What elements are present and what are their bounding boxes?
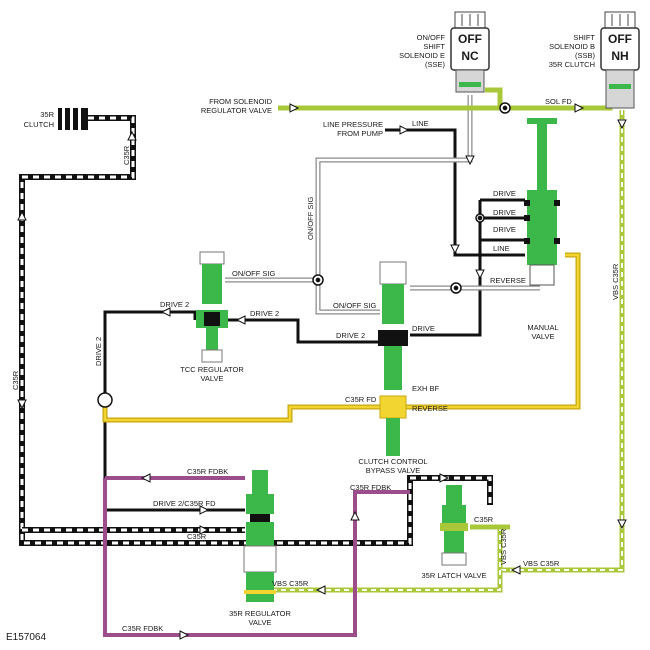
label-line-2: LINE (493, 244, 510, 253)
clutch-label-2: CLUTCH (24, 120, 54, 129)
label-c35r-clutch: C35R (122, 145, 131, 165)
source-solenoid-regulator-2: REGULATOR VALVE (201, 106, 272, 115)
label-exh-bf: EXH BF (412, 384, 440, 393)
35r-regulator-valve (243, 470, 277, 602)
tcc-valve-label-2: VALVE (200, 374, 223, 383)
label-line: LINE (412, 119, 429, 128)
ccbv-label-2: BYPASS VALVE (366, 466, 421, 475)
clutch-label-1: 35R (40, 110, 54, 119)
c35r-fdbk-passage (103, 476, 410, 637)
sse-label-4: (SSE) (425, 60, 446, 69)
ssb-state: OFF (608, 32, 632, 46)
35r-clutch (58, 108, 88, 130)
label-drive-c: DRIVE (493, 225, 516, 234)
label-reverse-top: REVERSE (490, 276, 526, 285)
label-c35r-left: C35R (11, 370, 20, 390)
vbs-c35r-passage (270, 110, 625, 593)
ssb-label-1: SHIFT (573, 33, 595, 42)
manual-valve-label-1: MANUAL (527, 323, 558, 332)
tcc-regulator-valve (196, 251, 228, 363)
manual-valve-label-2: VALVE (531, 332, 554, 341)
source-solenoid-regulator-1: FROM SOLENOID (209, 97, 273, 106)
label-sol-fd: SOL FD (545, 97, 572, 106)
label-drive2-ccbv: DRIVE 2 (336, 331, 365, 340)
35r-latch-label: 35R LATCH VALVE (421, 571, 486, 580)
label-c35r-bottom: C35R (187, 532, 207, 541)
35r-latch-valve (440, 485, 468, 566)
label-c35r-latch-v: VBS C35R (499, 528, 508, 565)
ssb-type: NH (611, 49, 628, 63)
sse-label-1: ON/OFF (417, 33, 446, 42)
tcc-valve-label-1: TCC REGULATOR (180, 365, 244, 374)
label-onoff-vert: ON/OFF SIG (306, 197, 315, 241)
onoff-sig-passage (225, 95, 540, 315)
label-vbs-c35r-bottom: VBS C35R (523, 559, 560, 568)
c35r-fd-passage (102, 252, 581, 423)
sse-type: NC (461, 49, 479, 63)
label-reverse-ccbv: REVERSE (412, 404, 448, 413)
source-line-pressure-2: FROM PUMP (337, 129, 383, 138)
label-drive2-c35r-fd: DRIVE 2/C35R FD (153, 499, 216, 508)
35r-regulator-label-1: 35R REGULATOR (229, 609, 291, 618)
label-drive-a: DRIVE (493, 189, 516, 198)
label-vbs-c35r-reg: VBS C35R (272, 579, 309, 588)
label-c35r-latch: C35R (474, 515, 494, 524)
label-c35r-fdbk-top: C35R FDBK (187, 467, 228, 476)
clutch-control-bypass-valve (378, 261, 408, 456)
ssb-label-3: (SSB) (575, 51, 596, 60)
label-drive2-top: DRIVE 2 (160, 300, 189, 309)
sse-state: OFF (458, 32, 482, 46)
diagram-reference-id: E157064 (6, 632, 46, 643)
label-c35r-fdbk-mid: C35R FDBK (350, 483, 391, 492)
ssb-label-4: 35R CLUTCH (549, 60, 595, 69)
ssb-label-2: SOLENOID B (549, 42, 595, 51)
label-drive-ccbv: DRIVE (412, 324, 435, 333)
label-onoff-tcc: ON/OFF SIG (232, 269, 276, 278)
solenoid-ssb (600, 11, 640, 109)
label-c35r-fdbk-bottom: C35R FDBK (122, 624, 163, 633)
label-onoff-ccbv: ON/OFF SIG (333, 301, 377, 310)
solenoid-sse (450, 11, 490, 93)
source-line-pressure-1: LINE PRESSURE (323, 120, 383, 129)
sse-label-3: SOLENOID E (399, 51, 445, 60)
label-c35r-fd: C35R FD (345, 395, 377, 404)
label-drive2-vert: DRIVE 2 (94, 337, 103, 366)
sse-label-2: SHIFT (423, 42, 445, 51)
35r-regulator-label-2: VALVE (248, 618, 271, 627)
label-drive-b: DRIVE (493, 208, 516, 217)
label-vbs-c35r-right: VBS C35R (611, 263, 620, 300)
junction-dots (97, 102, 511, 408)
manual-valve (524, 118, 560, 286)
ccbv-label-1: CLUTCH CONTROL (358, 457, 427, 466)
flow-arrows (17, 103, 627, 640)
label-drive2-mid: DRIVE 2 (250, 309, 279, 318)
